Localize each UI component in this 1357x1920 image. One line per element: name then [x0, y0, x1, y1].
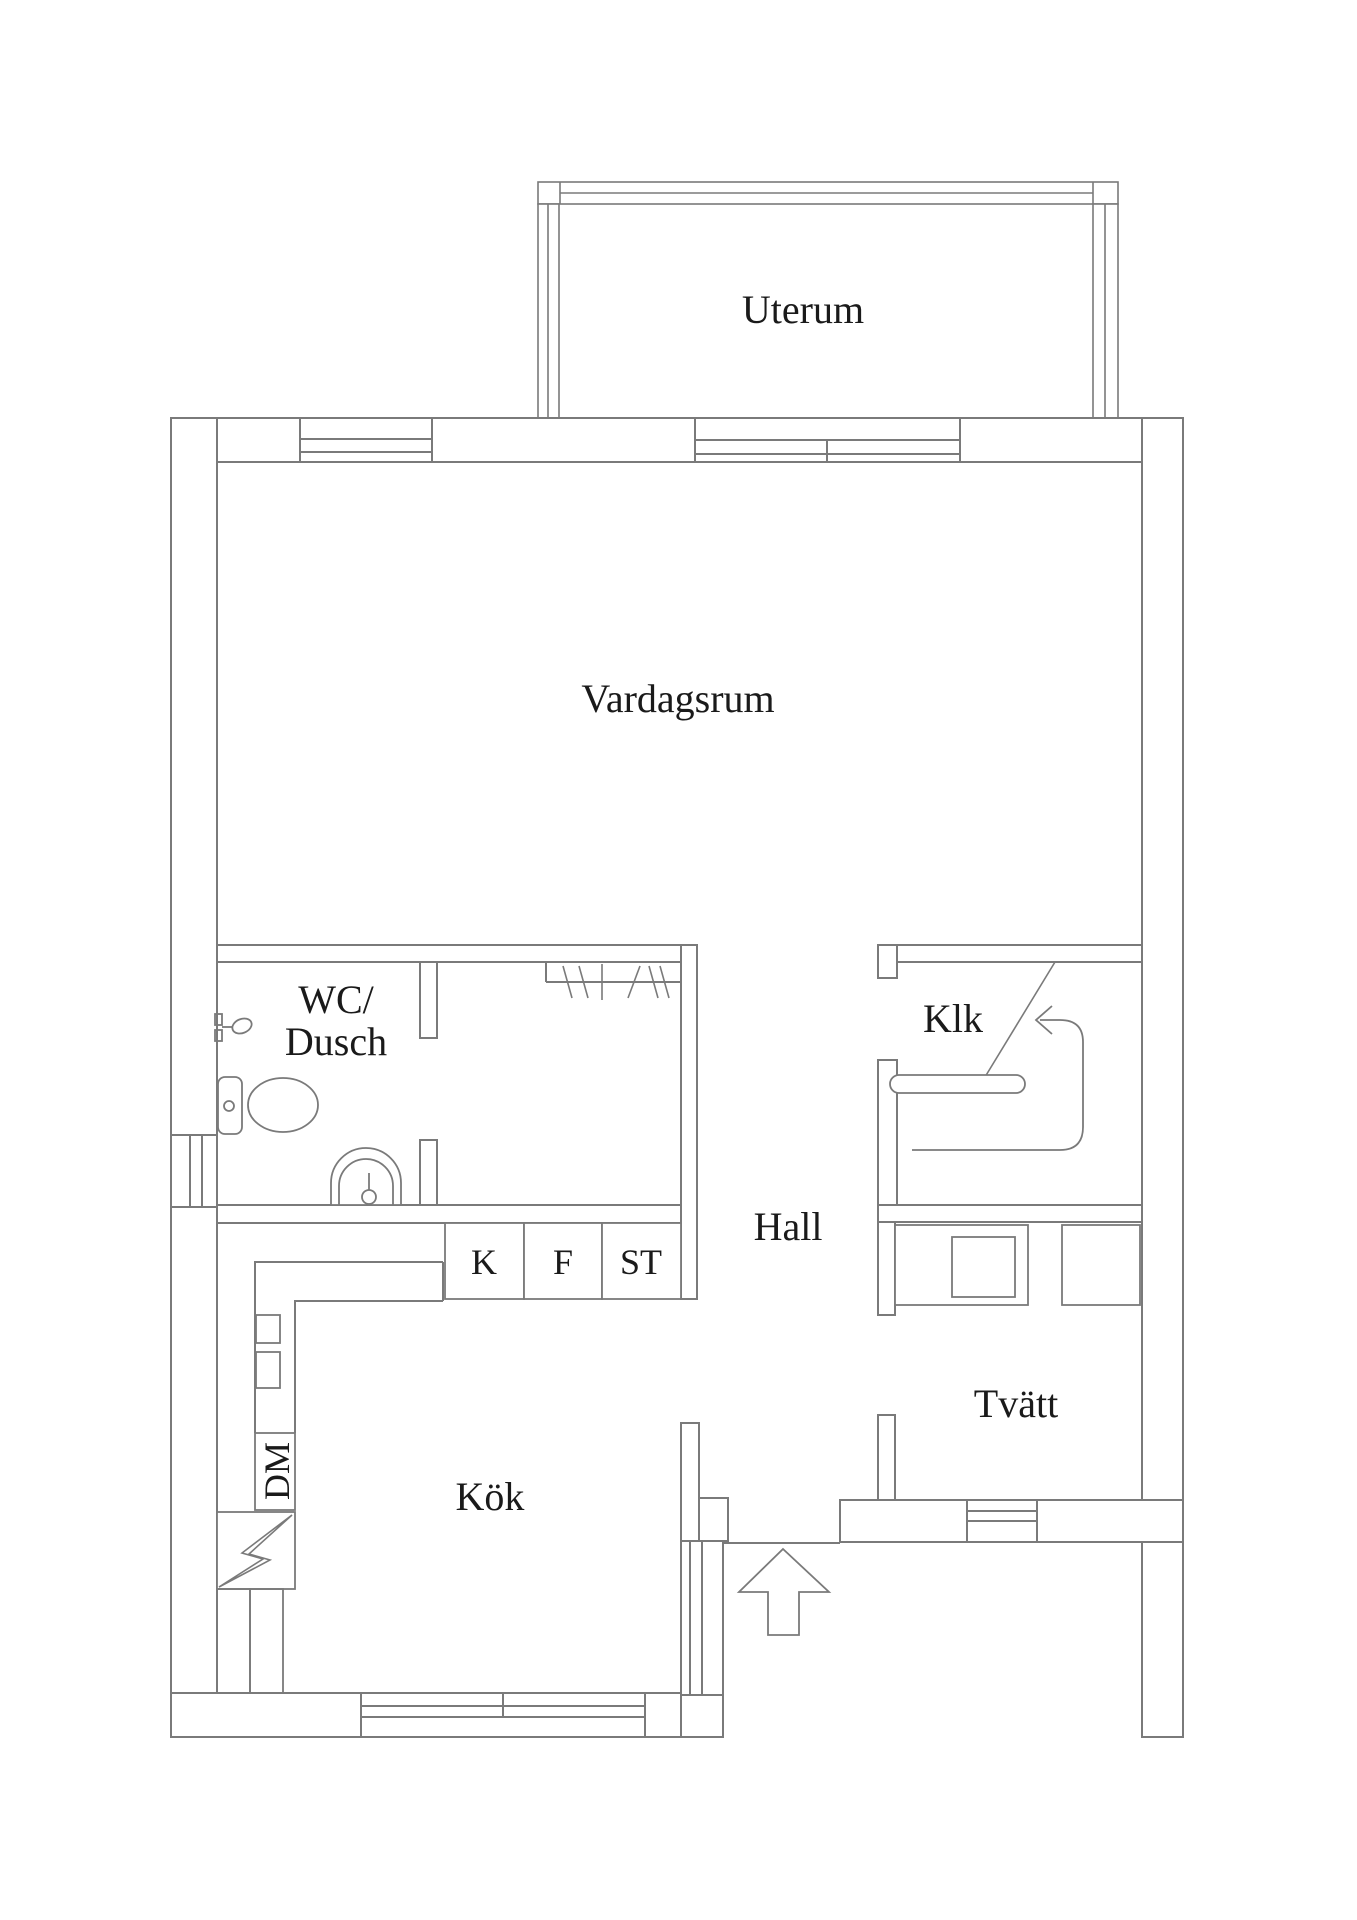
counter-outer-edge	[254, 1261, 443, 1433]
dryer-bench	[1061, 1224, 1141, 1306]
wall-laundry-west-upper	[877, 1221, 896, 1316]
label-kok: Kök	[456, 1474, 525, 1519]
uterum-glass-walls	[537, 181, 1119, 419]
wc-fixtures	[214, 1013, 402, 1206]
wall-klk-south	[877, 1204, 1143, 1223]
klk-shelf-bar	[889, 1074, 1026, 1094]
wall-livingroom-south	[216, 944, 697, 963]
wall-wc-east-lower	[419, 1139, 438, 1206]
wall-left	[170, 417, 218, 1738]
shower-bracket	[214, 1029, 223, 1042]
cabinet-f	[523, 1222, 603, 1300]
hanger-mark	[659, 965, 670, 999]
klk-arrowhead	[1034, 1005, 1053, 1035]
lightning-icon	[218, 1514, 293, 1588]
label-vardagsrum: Vardagsrum	[581, 676, 774, 721]
wall-kitchen-east-lower	[680, 1422, 700, 1542]
wall-wc-east-upper	[419, 961, 438, 1039]
shower-head	[231, 1017, 253, 1035]
label-tvatt: Tvätt	[974, 1381, 1058, 1426]
shower-bracket	[214, 1013, 223, 1026]
label-klk: Klk	[923, 996, 983, 1041]
klk-fittings	[889, 961, 1084, 1151]
sink-basin	[255, 1351, 281, 1389]
window-left-wc	[170, 1134, 218, 1208]
windows	[170, 417, 1038, 1738]
cabinet-cell	[249, 1588, 284, 1694]
toilet-icon	[217, 1076, 319, 1135]
wall-klk-north	[877, 944, 1143, 963]
shower-icon	[214, 1013, 253, 1042]
cabinet-st-label: ST	[620, 1242, 662, 1282]
entry-arrow-icon	[736, 1547, 832, 1636]
kitchen-fittings: DM	[216, 1261, 444, 1694]
interior-walls	[216, 944, 1143, 1542]
sink-drain	[361, 1189, 377, 1205]
sliding-door-line	[984, 961, 1056, 1078]
cabinet-cell	[216, 1588, 251, 1694]
window-bottom-laundry	[966, 1499, 1038, 1543]
room-labels: Uterum Vardagsrum WC/ Dusch Klk Hall Kök…	[285, 287, 1058, 1519]
sink-inner	[338, 1158, 394, 1205]
label-dusch: Dusch	[285, 1019, 387, 1064]
wall-laundry-west-lower	[877, 1414, 896, 1501]
laundry-bench	[894, 1224, 1029, 1306]
dishwasher-box	[254, 1432, 296, 1511]
toilet-tank	[217, 1076, 243, 1135]
sink-outer	[330, 1147, 402, 1206]
closet-rail-icon	[545, 962, 681, 1000]
window-top-center	[694, 417, 961, 463]
hanger-mark	[578, 965, 589, 999]
window-frame	[170, 1134, 218, 1208]
cabinet-st	[601, 1222, 682, 1300]
washing-machine-icon	[951, 1236, 1016, 1298]
label-wc: WC/	[298, 977, 374, 1022]
klk-direction-arrow	[912, 1019, 1084, 1151]
hanger-mark	[562, 965, 573, 999]
sink-basin	[255, 1314, 281, 1344]
label-uterum: Uterum	[742, 287, 864, 332]
wall-entry-jamb	[698, 1497, 729, 1542]
toilet-button	[223, 1100, 235, 1112]
counter-inner-edge	[294, 1300, 443, 1433]
toilet-bowl	[247, 1077, 319, 1133]
dishwasher-label: DM	[257, 1442, 297, 1500]
hanger-mark	[648, 965, 659, 999]
laundry-fixtures	[894, 1224, 1141, 1306]
cabinet-f-label: F	[553, 1242, 573, 1282]
hall-cabinets: K F ST	[444, 1222, 682, 1300]
cabinet-k-label: K	[471, 1242, 497, 1282]
hanger-mark	[627, 965, 641, 999]
window-bottom-kitchen	[360, 1692, 646, 1738]
window-top-left	[299, 417, 433, 463]
wall-wc-south	[216, 1204, 698, 1224]
sink-icon	[330, 1147, 402, 1206]
wall-hall-west	[680, 944, 698, 1300]
wall-klk-door-jamb	[877, 944, 898, 979]
label-hall: Hall	[754, 1204, 823, 1249]
